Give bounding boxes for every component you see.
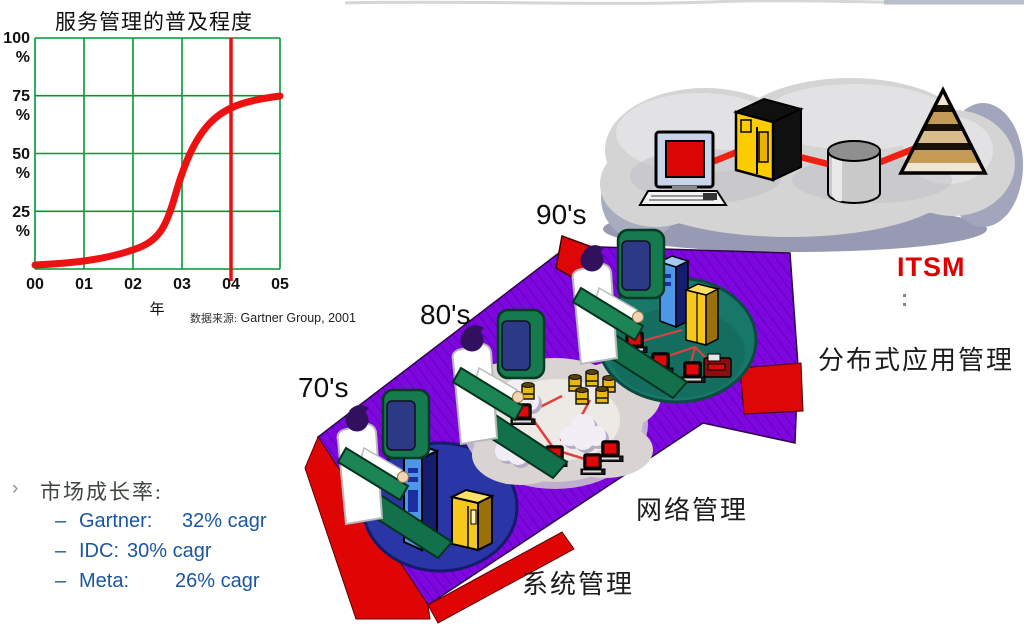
chart-title: 服务管理的普及程度 [55, 10, 253, 34]
distributed-app-mgmt-label: 分布式应用管理 [818, 346, 1015, 375]
itsm-label: ITSM [897, 252, 966, 282]
x-tick-01: 01 [75, 276, 93, 293]
growth-item-value: 32% cagr [182, 510, 267, 532]
server-icon [733, 97, 804, 182]
server-box-yellow-icon [683, 283, 721, 347]
dash-icon: – [55, 540, 67, 562]
database-cylinder-icon [827, 140, 881, 204]
platform-side-bottom [427, 531, 575, 624]
x-tick-04: 04 [222, 276, 240, 293]
era-label-80s: 80's [420, 299, 471, 330]
growth-item-gartner: – Gartner: 32% cagr [55, 506, 312, 536]
platform-side-tail [739, 362, 804, 415]
x-tick-03: 03 [173, 276, 191, 293]
top-edge-artifact [344, 0, 1024, 5]
growth-item-value: 26% cagr [175, 570, 260, 592]
growth-item-value: 30% cagr [127, 540, 212, 562]
y-tick-25: 25 % [12, 204, 30, 240]
chart-source-text: Gartner Group, 2001 [240, 311, 356, 325]
growth-item-meta: – Meta: 26% cagr [55, 566, 312, 596]
system-mgmt-label: 系统管理 [522, 570, 635, 599]
era-label-70s: 70's [298, 372, 349, 403]
printer-icon [703, 353, 732, 378]
growth-item-label: IDC: [79, 540, 119, 562]
chart-source-prefix: 数据来源: [190, 313, 238, 325]
x-tick-02: 02 [124, 276, 142, 293]
x-axis-label: 年 [149, 302, 165, 318]
growth-heading: 市场成长率: [40, 480, 163, 504]
y-tick-50: 50 % [12, 146, 30, 182]
growth-rate-list: › 市场成长率: – Gartner: 32% cagr – IDC: 30% … [12, 476, 312, 596]
growth-item-label: Meta: [79, 570, 130, 592]
chart-source: 数据来源: Gartner Group, 2001 [190, 310, 356, 326]
x-tick-00: 00 [26, 276, 44, 293]
growth-item-idc: – IDC: 30% cagr [55, 536, 312, 566]
dash-icon: – [55, 570, 67, 592]
network-mgmt-label: 网络管理 [636, 496, 749, 525]
itsm-cloud [600, 78, 1023, 306]
dash-icon: – [55, 510, 67, 532]
y-tick-75: 75 % [12, 88, 30, 124]
growth-item-label: Gartner: [79, 510, 153, 532]
y-tick-100: 100 % [3, 30, 30, 66]
era-label-90s: 90's [536, 199, 587, 230]
list-bullet-icon: › [12, 478, 19, 499]
adoption-s-curve [31, 92, 284, 269]
computer-icon [638, 130, 728, 206]
server-box-yellow-icon [449, 488, 495, 552]
adoption-chart [31, 37, 284, 281]
x-tick-05: 05 [271, 276, 289, 293]
